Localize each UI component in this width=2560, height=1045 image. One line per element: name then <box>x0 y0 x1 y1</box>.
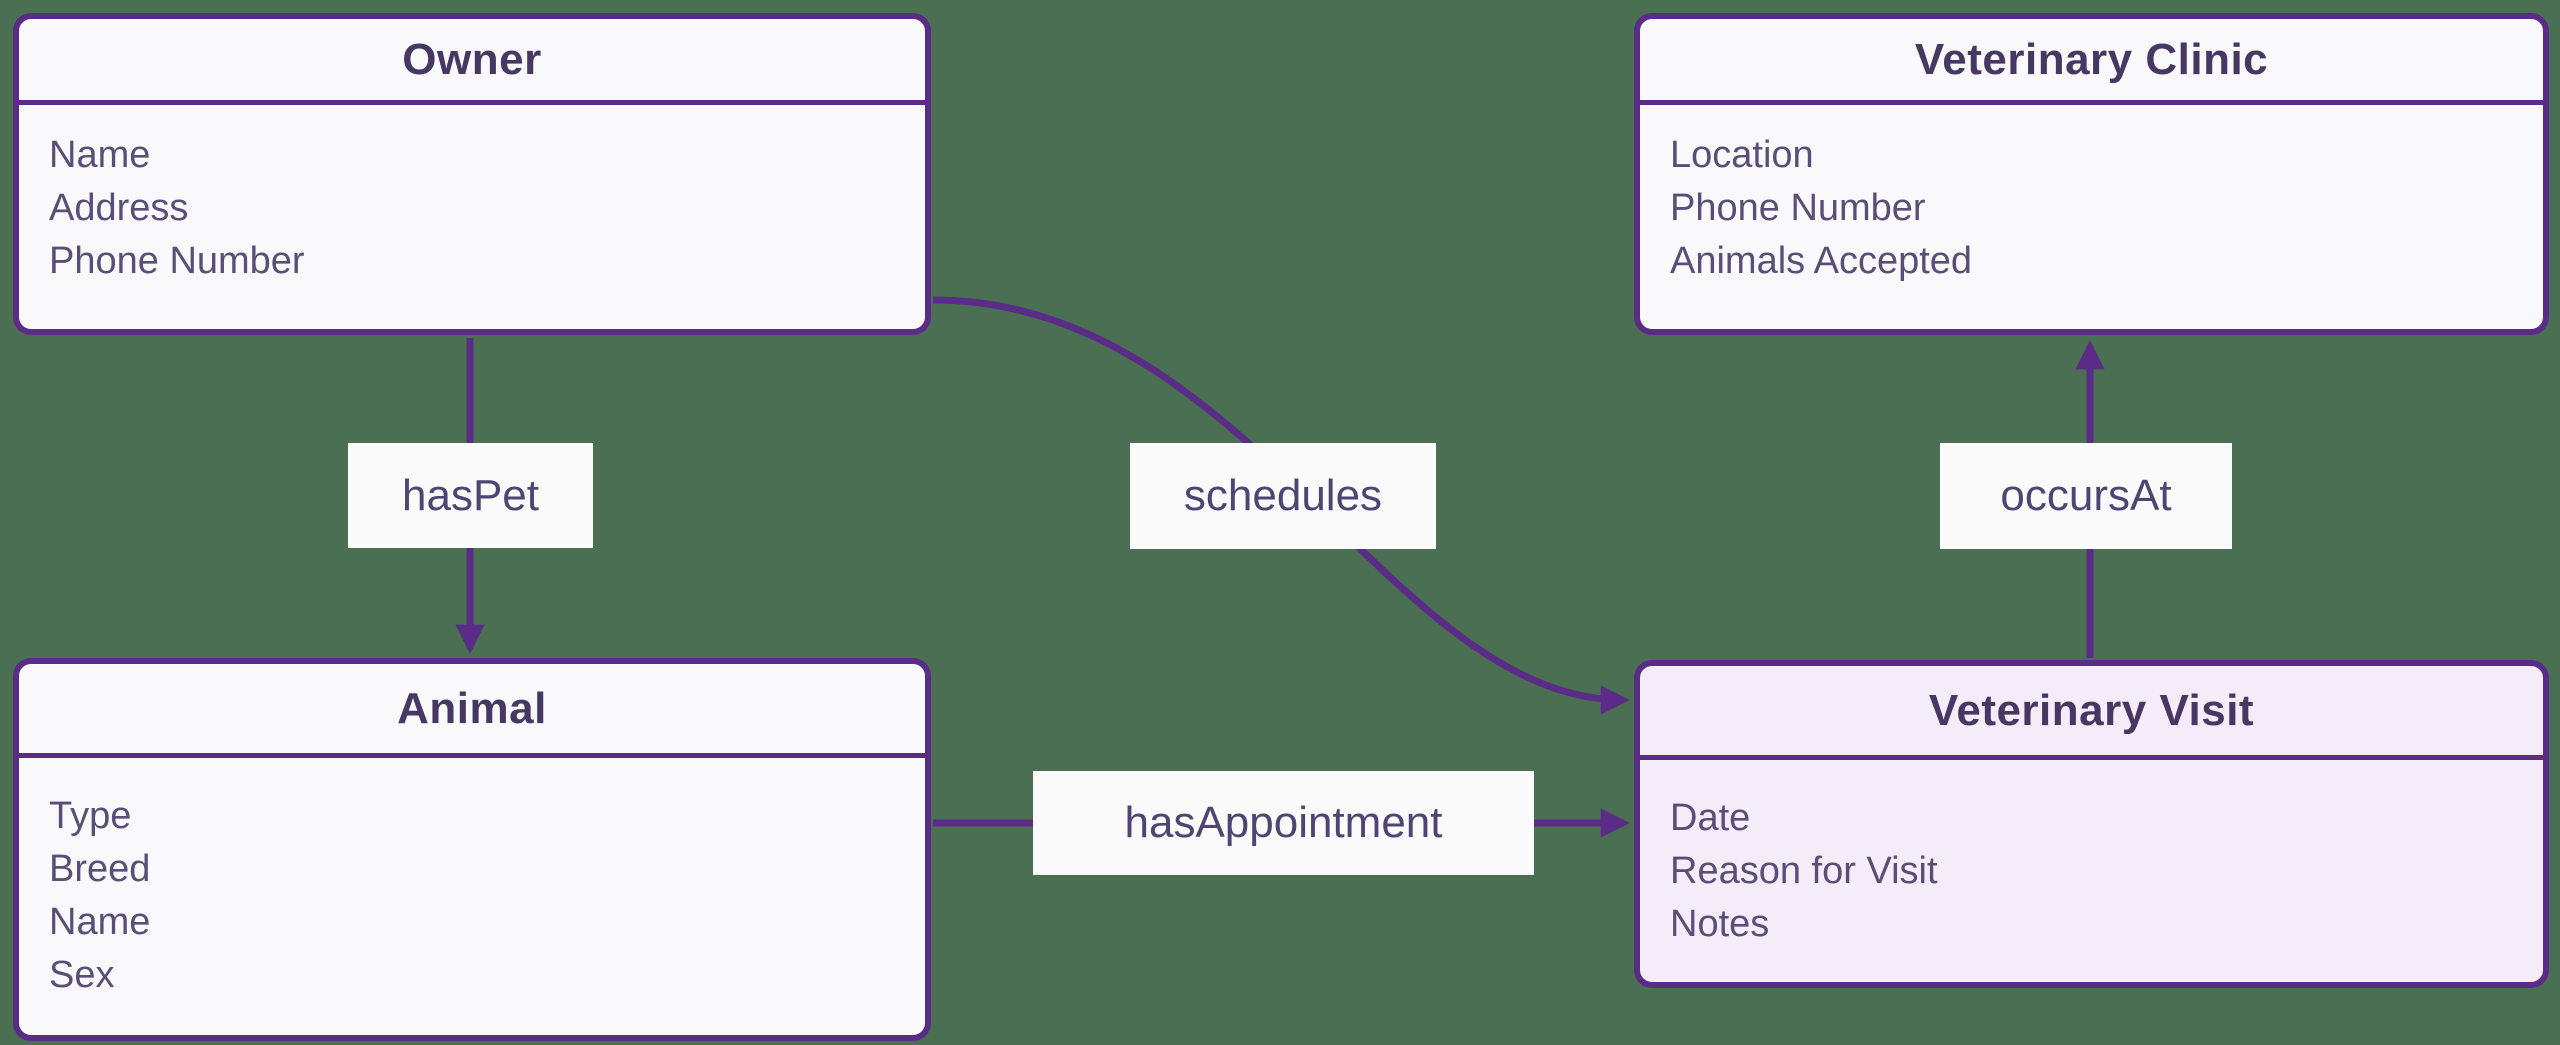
entity-veterinary-clinic-header: Veterinary Clinic <box>1640 19 2543 105</box>
entity-owner-attributes: Name Address Phone Number <box>19 105 925 312</box>
entity-animal-title: Animal <box>397 683 547 733</box>
attribute: Reason for Visit <box>1670 850 1938 892</box>
entity-animal-header: Animal <box>19 664 925 758</box>
attribute: Phone Number <box>49 240 305 282</box>
attribute: Type <box>49 795 132 837</box>
attribute: Date <box>1670 797 1751 839</box>
attribute: Phone Number <box>1670 187 1926 229</box>
relation-label-occursat: occursAt <box>1940 443 2232 549</box>
relation-label-schedules: schedules <box>1130 443 1436 549</box>
attribute: Breed <box>49 848 151 890</box>
entity-veterinary-visit-attributes: Date Reason for Visit Notes <box>1640 760 2543 975</box>
entity-owner: Owner Name Address Phone Number <box>13 13 931 335</box>
attribute: Notes <box>1670 903 1770 945</box>
entity-veterinary-visit-header: Veterinary Visit <box>1640 666 2543 760</box>
entity-animal: Animal Type Breed Name Sex <box>13 658 931 1041</box>
relation-label-hasappointment: hasAppointment <box>1033 771 1534 875</box>
entity-owner-header: Owner <box>19 19 925 105</box>
entity-animal-attributes: Type Breed Name Sex <box>19 758 925 1026</box>
attribute: Location <box>1670 134 1814 176</box>
attribute: Address <box>49 187 189 229</box>
entity-veterinary-visit: Veterinary Visit Date Reason for Visit N… <box>1634 660 2549 988</box>
attribute: Name <box>49 901 151 943</box>
entity-veterinary-visit-title: Veterinary Visit <box>1928 685 2255 735</box>
attribute: Sex <box>49 954 115 996</box>
entity-veterinary-clinic-attributes: Location Phone Number Animals Accepted <box>1640 105 2543 312</box>
attribute: Animals Accepted <box>1670 240 1973 282</box>
entity-veterinary-clinic-title: Veterinary Clinic <box>1914 34 2269 84</box>
entity-veterinary-clinic: Veterinary Clinic Location Phone Number … <box>1634 13 2549 335</box>
attribute: Name <box>49 134 151 176</box>
entity-owner-title: Owner <box>402 34 542 84</box>
relation-label-haspet: hasPet <box>348 443 593 548</box>
